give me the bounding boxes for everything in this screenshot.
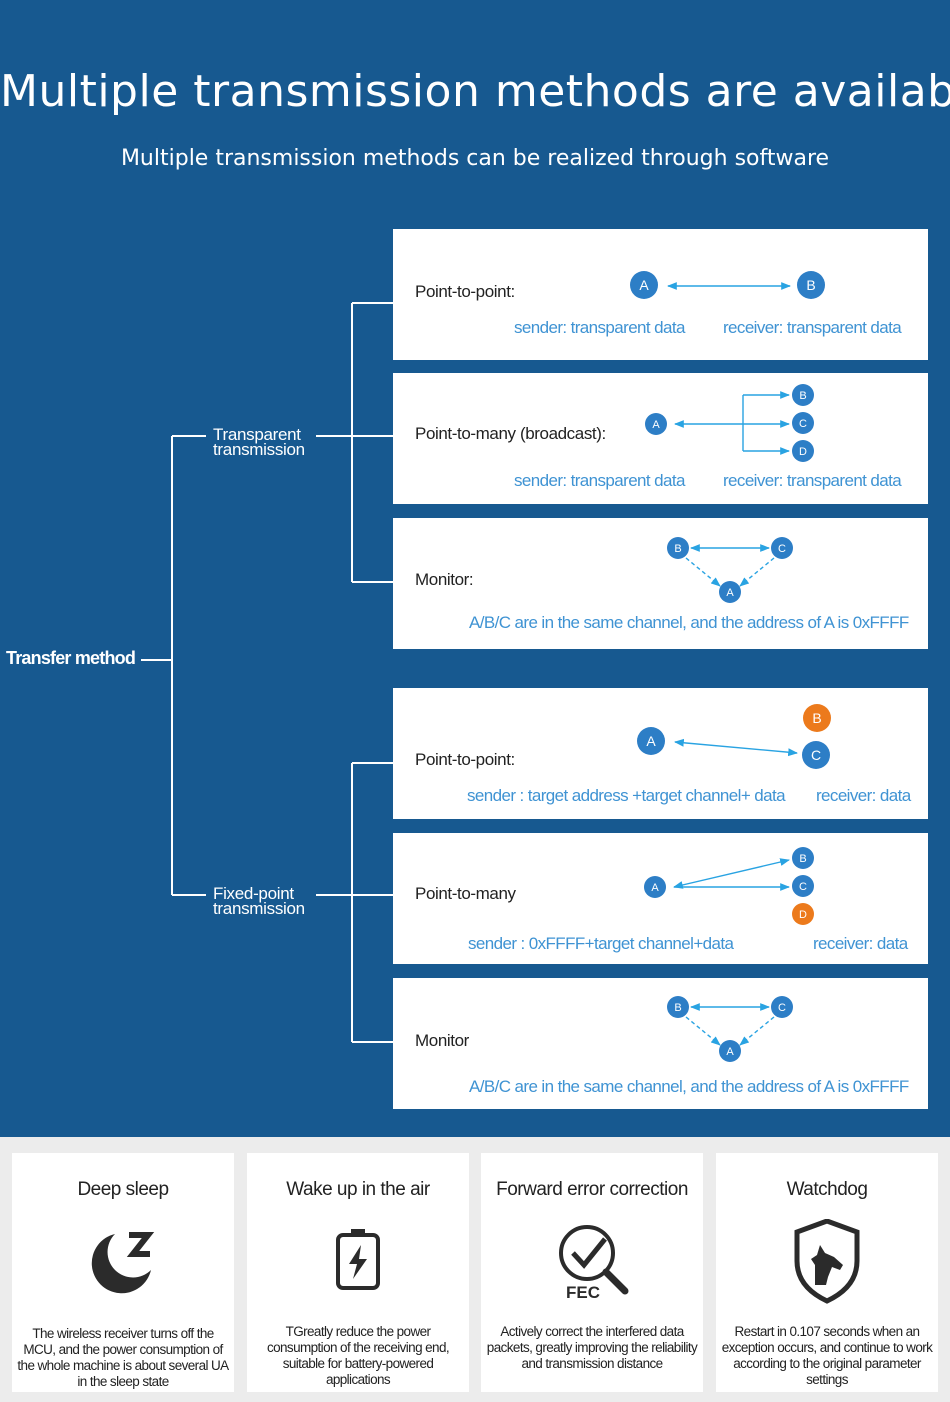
feature-deep-sleep: Deep sleep The wireless receiver turns o… <box>12 1153 234 1392</box>
card-title: Point-to-point: <box>415 282 515 301</box>
feature-fec: Forward error correction FEC Actively co… <box>481 1153 703 1392</box>
fec-icon-text: FEC <box>566 1283 600 1302</box>
card-transparent-monitor: Monitor: B C A A/B/C are in the same cha… <box>393 518 928 649</box>
monitor-diagram: B C A <box>667 537 793 603</box>
feature-watchdog: Watchdog Restart in 0.107 seconds when a… <box>716 1153 938 1392</box>
node-label: A <box>646 733 656 749</box>
feature-title: Wake up in the air <box>286 1179 430 1200</box>
battery-charge-icon <box>336 1229 380 1290</box>
node-label: C <box>799 418 807 430</box>
node-label: B <box>799 853 806 865</box>
node-c: C <box>771 537 793 559</box>
feature-title: Watchdog <box>786 1179 868 1200</box>
node-d: D <box>792 903 814 925</box>
page-subtitle: Multiple transmission methods can be rea… <box>120 146 830 171</box>
sender-note: sender : 0xFFFF+target channel+data <box>468 934 734 953</box>
node-a: A <box>630 271 658 299</box>
card-fixed-point-to-point: Point-to-point: B A C sender : target ad… <box>393 688 928 819</box>
node-label: C <box>799 881 807 893</box>
node-label: C <box>778 543 786 555</box>
node-b: B <box>667 996 689 1018</box>
node-b: B <box>667 537 689 559</box>
node-d: D <box>792 440 814 462</box>
branch-fixed-line2: transmission <box>213 899 305 918</box>
node-a: A <box>645 413 667 435</box>
card-title: Monitor <box>415 1031 469 1050</box>
node-label: B <box>674 543 681 555</box>
card-transparent-broadcast: Point-to-many (broadcast): A B C D sende… <box>393 373 928 504</box>
node-label: B <box>799 390 806 402</box>
node-label: B <box>806 277 815 293</box>
node-b: B <box>803 704 831 732</box>
sender-note: sender: transparent data <box>514 471 685 490</box>
fec-magnifier-icon: FEC <box>559 1225 629 1302</box>
feature-title: Deep sleep <box>77 1179 169 1200</box>
card-title: Monitor: <box>415 570 474 589</box>
branch-fixed-line1: Fixed-point <box>213 884 294 903</box>
tree-root-label: Transfer method <box>6 648 136 668</box>
card-title: Point-to-many <box>415 884 516 903</box>
node-label: A <box>639 277 649 293</box>
fixed-point-to-point-diagram: B A C <box>637 704 831 769</box>
channel-note: A/B/C are in the same channel, and the a… <box>469 1077 909 1096</box>
sender-note: sender : target address +target channel+… <box>467 786 786 805</box>
sender-note: sender: transparent data <box>514 318 685 337</box>
node-label: A <box>652 419 660 431</box>
node-label: D <box>799 909 807 921</box>
node-label: D <box>799 446 807 458</box>
fixed-point-to-many-diagram: B A C D <box>644 847 814 925</box>
branch-fixed: Fixed-point transmission <box>213 884 305 918</box>
node-a: A <box>637 727 665 755</box>
feature-wake-up: Wake up in the air TGreatly reduce the p… <box>247 1153 469 1392</box>
node-a: A <box>644 876 666 898</box>
card-title: Point-to-point: <box>415 750 515 769</box>
dog-shield-icon <box>794 1219 860 1304</box>
feature-title: Forward error correction <box>496 1179 688 1200</box>
receiver-note: receiver: transparent data <box>723 318 902 337</box>
card-fixed-point-to-many: Point-to-many B A C D sender : 0xFFFF+ta… <box>393 833 928 964</box>
feature-desc: TGreatly reduce the power consumption of… <box>266 1324 450 1387</box>
node-c: C <box>792 412 814 434</box>
node-b: B <box>797 271 825 299</box>
node-a: A <box>719 581 741 603</box>
card-fixed-monitor: Monitor B C A A/B/C are in the same chan… <box>393 978 928 1109</box>
node-label: A <box>726 587 734 599</box>
channel-note: A/B/C are in the same channel, and the a… <box>469 613 909 632</box>
branch-transparent: Transparent transmission <box>213 425 305 459</box>
node-b: B <box>792 384 814 406</box>
receiver-note: receiver: data <box>816 786 911 805</box>
node-a: A <box>719 1040 741 1062</box>
node-b: B <box>792 847 814 869</box>
card-title: Point-to-many (broadcast): <box>415 424 606 443</box>
fixed-monitor-diagram: B C A <box>667 996 793 1062</box>
page-title: Multiple transmission methods are availa… <box>0 66 950 117</box>
point-to-point-diagram: A B <box>630 271 825 299</box>
branch-transparent-line1: Transparent <box>213 425 301 444</box>
node-label: A <box>651 882 659 894</box>
node-c: C <box>802 741 830 769</box>
receiver-note: receiver: transparent data <box>723 471 902 490</box>
node-label: B <box>812 710 821 726</box>
moon-sleep-icon <box>91 1232 155 1294</box>
feature-desc: Restart in 0.107 seconds when an excepti… <box>721 1324 933 1387</box>
node-label: C <box>811 747 821 763</box>
branch-transparent-line2: transmission <box>213 440 305 459</box>
feature-desc: The wireless receiver turns off the MCU,… <box>17 1326 229 1389</box>
receiver-note: receiver: data <box>813 934 908 953</box>
node-label: C <box>778 1002 786 1014</box>
broadcast-diagram: A B C D <box>645 384 814 462</box>
node-c: C <box>792 875 814 897</box>
feature-desc: Actively correct the interfered data pac… <box>486 1324 698 1371</box>
node-c: C <box>771 996 793 1018</box>
node-label: A <box>726 1046 734 1058</box>
node-label: B <box>674 1002 681 1014</box>
card-transparent-point-to-point: Point-to-point: A B sender: transparent … <box>393 229 928 360</box>
tree-connectors <box>141 302 393 1043</box>
